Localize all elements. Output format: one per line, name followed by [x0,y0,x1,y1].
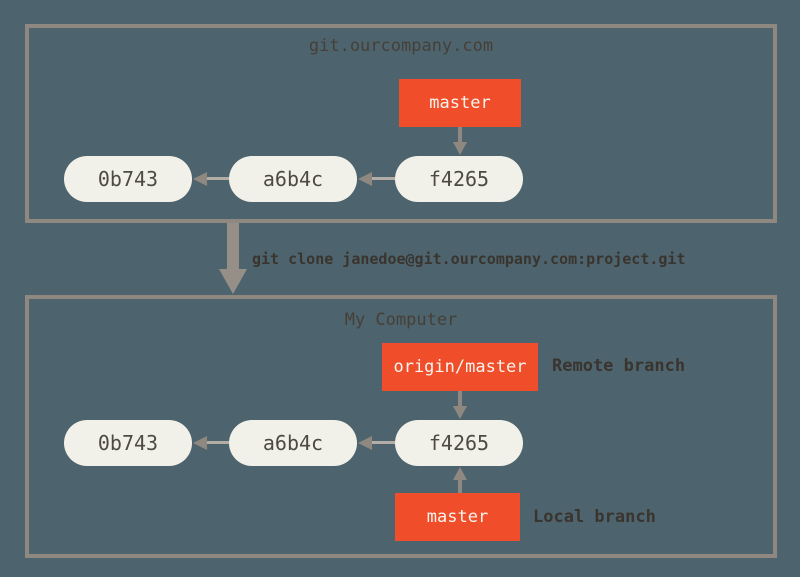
remote-branch-label: Remote branch [552,356,686,376]
arrow-shaft [372,441,395,444]
arrow-shaft [207,441,229,444]
arrow-left-icon [358,172,372,186]
remote-commit-a6b4c: a6b4c [229,156,357,202]
origin-master-branch: origin/master [382,343,538,391]
arrow-shaft [458,391,462,407]
arrow-shaft [207,177,229,180]
remote-server-title: git.ourcompany.com [308,36,494,56]
clone-arrow-shaft [227,223,239,270]
my-computer-box [25,295,777,558]
clone-arrow-down-icon [219,269,247,294]
arrow-left-icon [193,172,207,186]
arrow-down-icon [453,142,467,155]
arrow-left-icon [193,436,207,450]
local-commit-a6b4c: a6b4c [229,420,357,466]
arrow-down-icon [453,406,467,419]
remote-commit-0b743: 0b743 [64,156,192,202]
arrow-shaft [458,479,462,493]
arrow-left-icon [358,436,372,450]
local-master-branch: master [395,493,520,541]
clone-command: git clone janedoe@git.ourcompany.com:pro… [252,250,686,268]
local-commit-f4265: f4265 [395,420,523,466]
local-branch-label: Local branch [533,507,656,527]
remote-master-branch: master [399,79,521,127]
arrow-shaft [372,177,395,180]
arrow-up-icon [453,467,467,480]
remote-server-box [25,24,777,223]
my-computer-title: My Computer [344,310,458,330]
arrow-shaft [458,127,462,143]
local-commit-0b743: 0b743 [64,420,192,466]
remote-commit-f4265: f4265 [395,156,523,202]
